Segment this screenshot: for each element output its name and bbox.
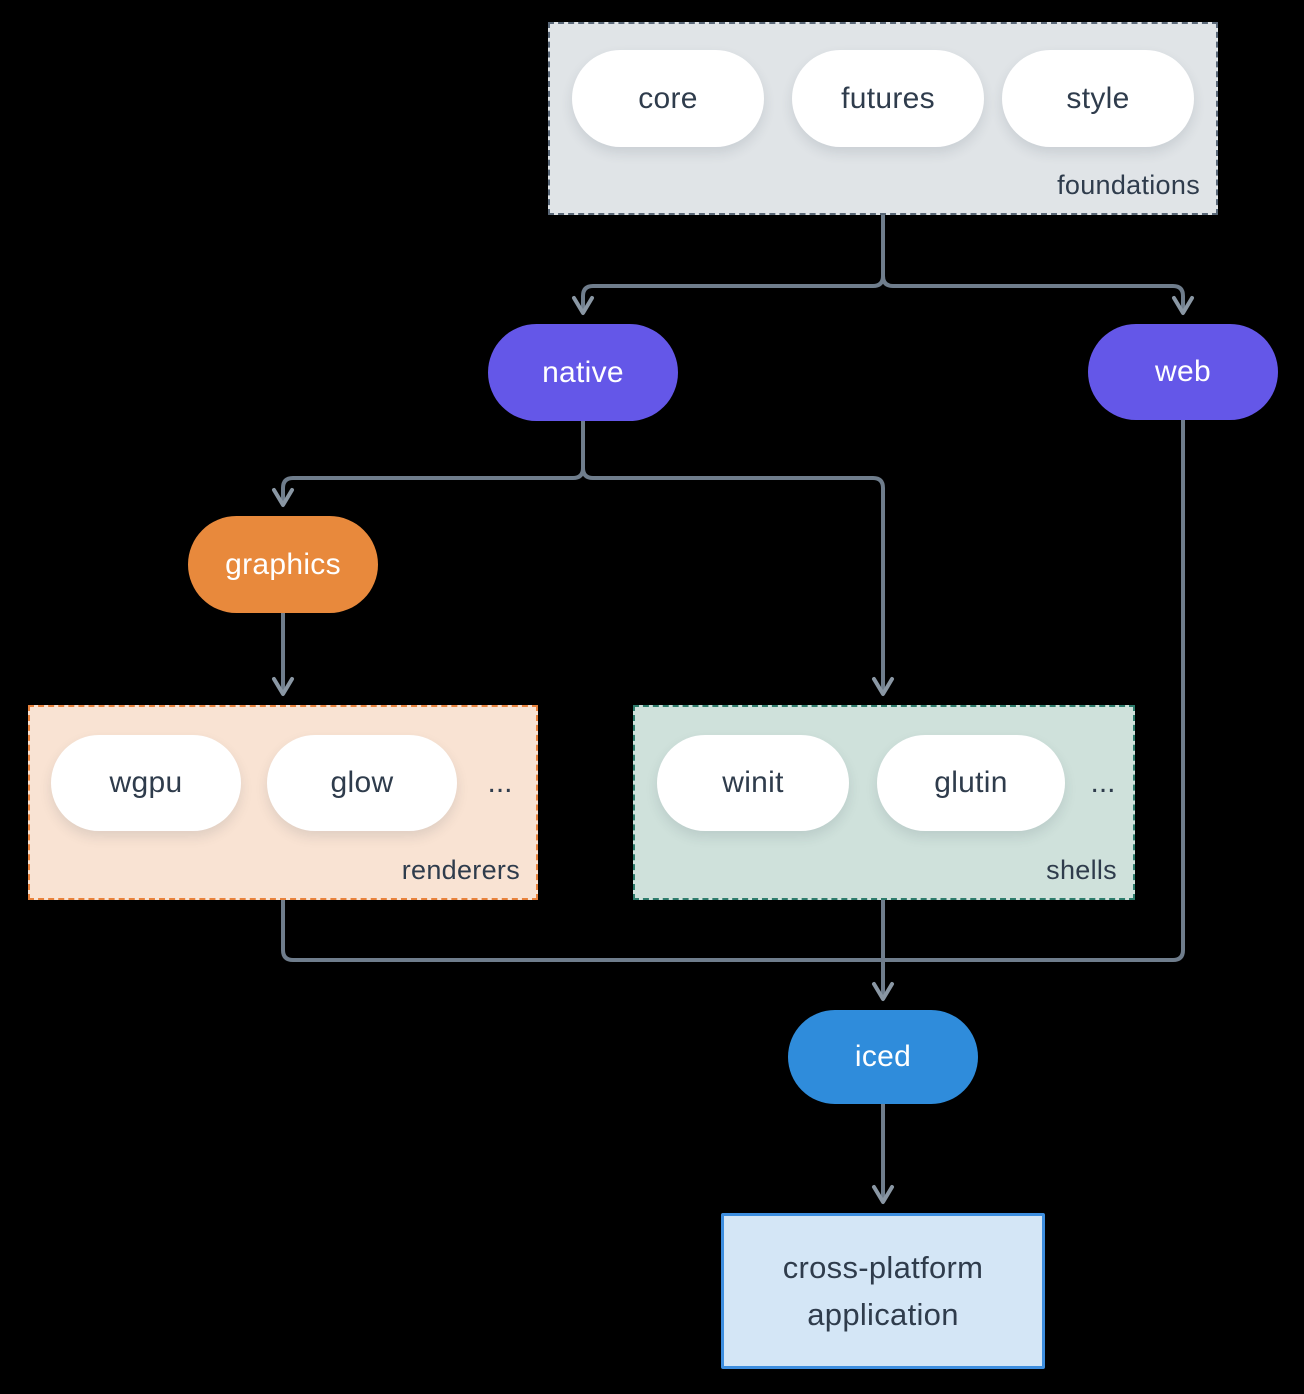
node-wgpu: wgpu	[51, 735, 241, 831]
node-glutin: glutin	[877, 735, 1065, 831]
node-winit: winit	[657, 735, 849, 831]
node-graphics: graphics	[188, 516, 378, 613]
group-shells: winit glutin ... shells	[633, 705, 1135, 900]
node-native: native	[488, 324, 678, 421]
node-futures: futures	[792, 50, 984, 147]
application-label-line2: application	[807, 1297, 959, 1332]
node-web: web	[1088, 324, 1278, 420]
node-cross-platform-application: cross-platform application	[721, 1213, 1045, 1369]
renderers-group-label: renderers	[401, 855, 520, 885]
application-label-line1: cross-platform	[782, 1250, 984, 1285]
node-glow: glow	[267, 735, 457, 831]
shells-ellipsis-label: ...	[1090, 766, 1116, 799]
group-renderers: wgpu glow ... renderers	[28, 705, 538, 900]
renderers-ellipsis-label: ...	[487, 766, 513, 799]
node-core: core	[572, 50, 764, 147]
shells-group-label: shells	[1046, 855, 1117, 885]
node-style: style	[1002, 50, 1194, 147]
group-foundations: core futures style foundations	[548, 22, 1218, 215]
foundations-group-label: foundations	[1057, 170, 1200, 200]
node-iced: iced	[788, 1010, 978, 1104]
